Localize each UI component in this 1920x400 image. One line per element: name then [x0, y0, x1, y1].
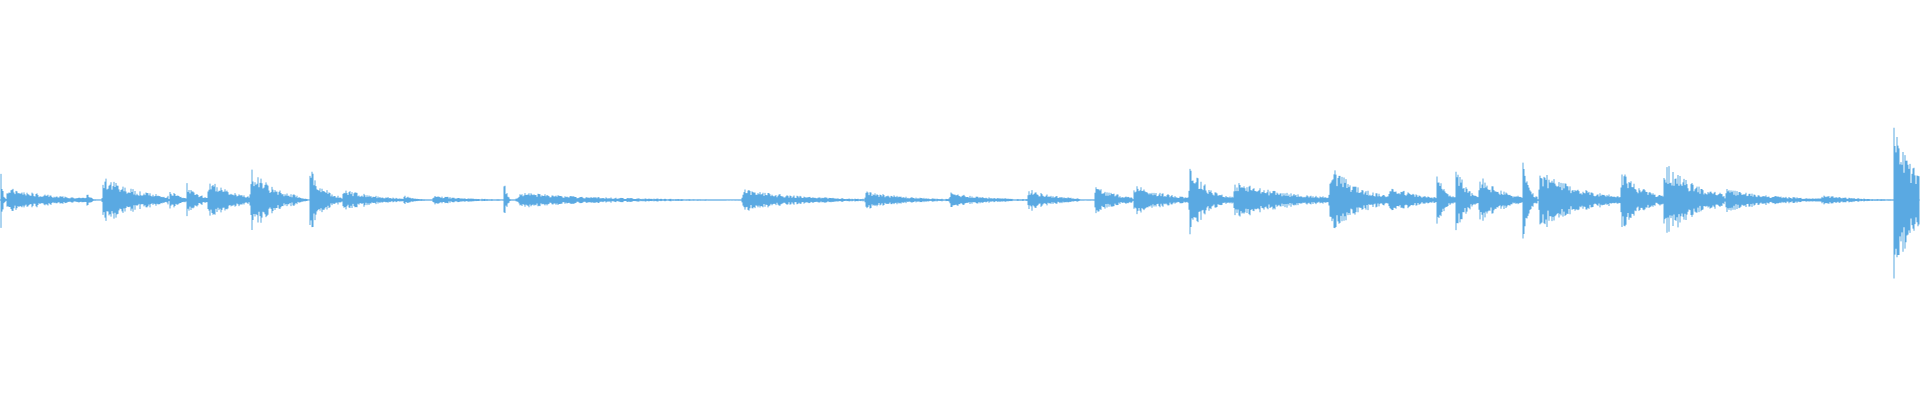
waveform-trace: [0, 127, 1920, 279]
